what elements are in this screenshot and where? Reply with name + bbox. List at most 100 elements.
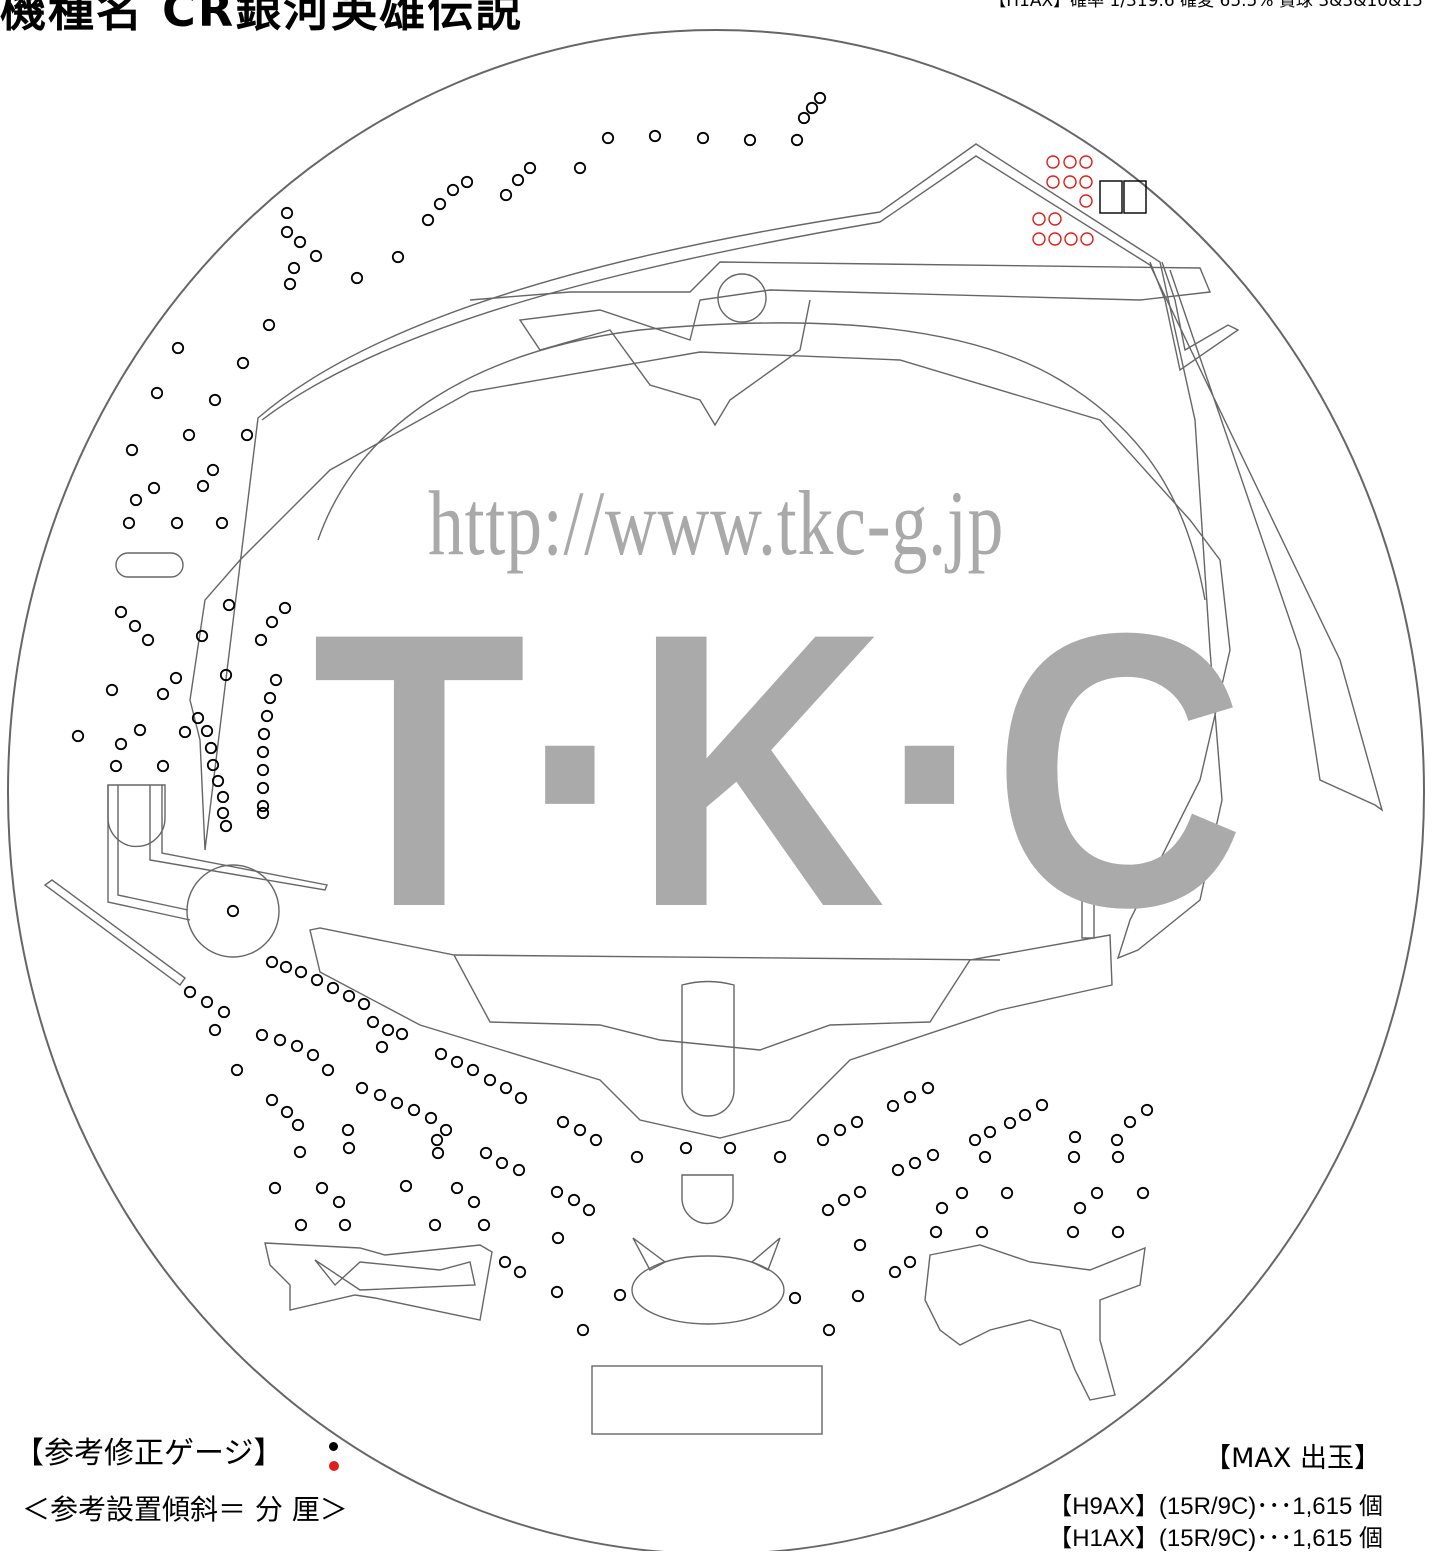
pin xyxy=(723,1141,737,1155)
top-roof xyxy=(469,261,1212,427)
pin xyxy=(1123,1115,1137,1129)
out-hole-box xyxy=(591,1365,823,1435)
pin xyxy=(439,1123,453,1137)
center-attacker xyxy=(631,1255,785,1325)
pin xyxy=(891,1163,905,1177)
pin xyxy=(514,1091,528,1105)
watermark-url: http://www.tkc-g.jp xyxy=(428,472,1005,574)
left-guide xyxy=(107,785,328,921)
pin xyxy=(310,973,324,987)
pin xyxy=(613,1288,627,1302)
pin xyxy=(921,1081,935,1095)
pin xyxy=(375,1040,389,1054)
pin xyxy=(269,673,283,687)
pin xyxy=(467,1195,481,1209)
pin xyxy=(147,481,161,495)
pin xyxy=(255,1028,269,1042)
pin xyxy=(222,598,236,612)
pin xyxy=(550,1285,564,1299)
pin xyxy=(550,1185,564,1199)
pin xyxy=(495,1156,509,1170)
pin xyxy=(280,1105,294,1119)
pin xyxy=(279,960,293,974)
pin xyxy=(256,763,270,777)
pin xyxy=(523,161,537,175)
pin xyxy=(191,711,205,725)
pin xyxy=(460,175,474,189)
max-line-h1ax: 【H1AX】(15R/9C)･･･1,615 個 xyxy=(1048,1525,1383,1552)
pin xyxy=(822,1323,836,1337)
pin xyxy=(280,225,294,239)
pin xyxy=(216,790,230,804)
pin xyxy=(888,1265,902,1279)
board-structures xyxy=(43,143,1384,1435)
main-stage xyxy=(309,927,1113,1139)
adjusted-pin xyxy=(1048,212,1062,226)
gauge-label: 【参考修正ゲージ】 xyxy=(14,1436,284,1471)
pin xyxy=(837,1193,851,1207)
pin xyxy=(208,393,222,407)
pin xyxy=(332,1195,346,1209)
pin xyxy=(773,1150,787,1164)
pin xyxy=(424,1111,438,1125)
max-line-h9ax: 【H9AX】(15R/9C)･･･1,615 個 xyxy=(1048,1493,1383,1520)
pin xyxy=(122,516,136,530)
black-pin-legend-dot xyxy=(329,1442,338,1451)
pin xyxy=(813,91,827,105)
pin xyxy=(1003,1116,1017,1130)
pin xyxy=(373,1088,387,1102)
pin xyxy=(169,671,183,685)
pin xyxy=(886,1099,900,1113)
pin xyxy=(433,197,447,211)
pin xyxy=(450,1055,464,1069)
pin xyxy=(128,619,142,633)
pin xyxy=(477,1218,491,1232)
pin xyxy=(268,1181,282,1195)
pin xyxy=(929,1225,943,1239)
pin xyxy=(903,1255,917,1269)
pin xyxy=(125,443,139,457)
pin xyxy=(294,965,308,979)
pin xyxy=(293,1145,307,1159)
adjusted-pin xyxy=(1046,155,1060,169)
pin xyxy=(479,1146,493,1160)
pin xyxy=(306,1048,320,1062)
pin xyxy=(589,1133,603,1147)
pin xyxy=(114,737,128,751)
pin xyxy=(551,1231,565,1245)
pin xyxy=(195,629,209,643)
lower-left-ornament xyxy=(264,1242,493,1321)
pin xyxy=(256,781,270,795)
pin xyxy=(1068,1130,1082,1144)
pin xyxy=(208,1023,222,1037)
red-pin-legend-dot xyxy=(329,1461,339,1471)
stage-floor xyxy=(453,954,1001,961)
pin xyxy=(217,1005,231,1019)
pin xyxy=(573,161,587,175)
pin xyxy=(679,1141,693,1155)
pin xyxy=(601,131,615,145)
pin xyxy=(1035,1098,1049,1112)
pin xyxy=(805,101,819,115)
pin xyxy=(260,709,274,723)
pin xyxy=(499,1081,513,1095)
adjusted-pin xyxy=(1080,232,1094,246)
pin xyxy=(156,759,170,773)
max-title: 【MAX 出玉】 xyxy=(1204,1443,1381,1474)
pin xyxy=(1140,1103,1154,1117)
pin xyxy=(853,1238,867,1252)
pin xyxy=(446,183,460,197)
pin xyxy=(341,1123,355,1137)
pin xyxy=(582,1203,596,1217)
pin xyxy=(430,1133,444,1147)
pin xyxy=(211,774,225,788)
pin xyxy=(315,1181,329,1195)
left-wheel xyxy=(186,864,280,958)
adjusted-pin xyxy=(1046,175,1060,189)
pin xyxy=(326,981,340,995)
pin xyxy=(196,479,210,493)
pin xyxy=(1111,1150,1125,1164)
pin xyxy=(294,1218,308,1232)
pin xyxy=(498,1255,512,1269)
